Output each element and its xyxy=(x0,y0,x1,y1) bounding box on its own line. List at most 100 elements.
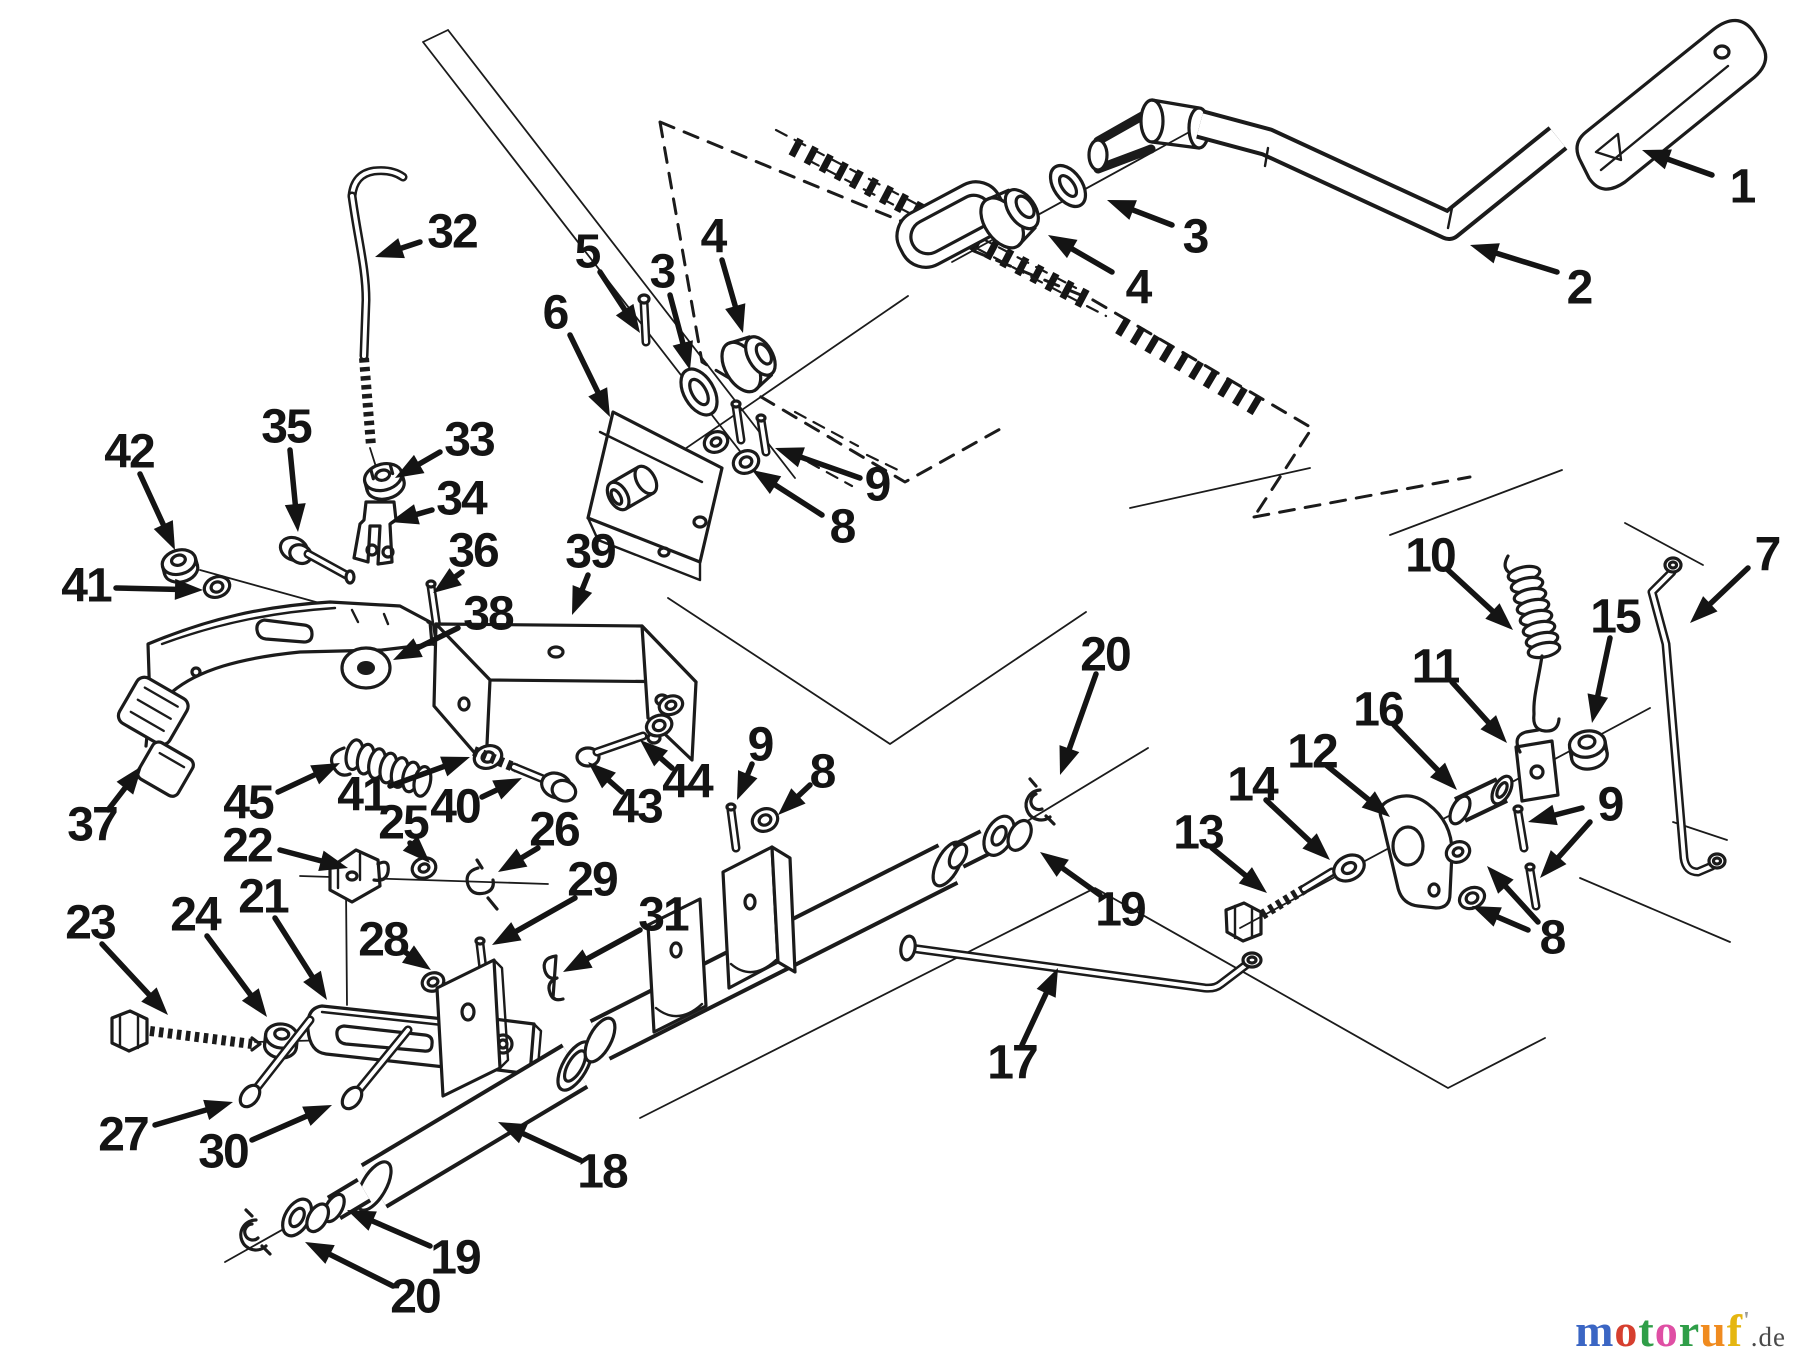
callout-label-2: 2 xyxy=(1567,262,1592,315)
callout-arrow-6 xyxy=(567,332,604,400)
callout-arrow-24 xyxy=(204,933,257,1003)
callout-label-28: 28 xyxy=(358,914,409,967)
support-plate-part6 xyxy=(586,293,777,582)
callout-arrow-14 xyxy=(1263,797,1317,848)
callout-arrow-21 xyxy=(272,915,318,985)
callout-arrow-19 xyxy=(364,1216,433,1249)
callout-arrow-30 xyxy=(249,1111,315,1143)
cable-clip-group xyxy=(328,848,499,1006)
callout-label-3: 3 xyxy=(1183,211,1208,264)
callout-arrowhead-33 xyxy=(395,454,425,478)
callout-arrowhead-12 xyxy=(1361,791,1390,817)
callout-arrowhead-4 xyxy=(1048,235,1078,259)
callout-label-9: 9 xyxy=(748,719,773,772)
callout-arrow-19 xyxy=(1055,862,1103,898)
callout-arrowhead-9 xyxy=(775,447,805,468)
callout-label-35: 35 xyxy=(261,401,312,454)
callout-arrow-8 xyxy=(1489,911,1531,933)
callout-arrowhead-3 xyxy=(1107,200,1137,220)
callout-arrowhead-45 xyxy=(310,763,340,785)
callout-arrowhead-39 xyxy=(572,585,593,615)
callout-label-42: 42 xyxy=(104,426,154,479)
callout-label-6: 6 xyxy=(543,287,568,340)
callout-arrowhead-41 xyxy=(174,578,203,600)
callout-arrowhead-27 xyxy=(203,1099,233,1120)
callout-arrowhead-3 xyxy=(672,340,693,370)
callout-arrowhead-14 xyxy=(1302,833,1330,860)
callout-arrow-4 xyxy=(1064,243,1115,275)
callout-arrow-29 xyxy=(508,895,578,937)
callout-arrowhead-17 xyxy=(1036,968,1058,998)
callout-label-15: 15 xyxy=(1590,591,1641,644)
callout-label-36: 36 xyxy=(448,525,498,578)
callout-label-16: 16 xyxy=(1353,684,1403,737)
callout-label-41: 41 xyxy=(61,560,112,613)
callout-arrow-13 xyxy=(1209,845,1253,882)
callout-arrowhead-32 xyxy=(375,238,405,259)
callout-arrowhead-22 xyxy=(318,850,348,871)
callout-label-5: 5 xyxy=(575,226,601,279)
callout-arrowhead-5 xyxy=(615,303,640,333)
callout-label-13: 13 xyxy=(1173,807,1223,860)
watermark-letter: o xyxy=(1654,1305,1679,1356)
callout-arrow-20 xyxy=(1064,671,1099,758)
callout-arrow-16 xyxy=(1391,722,1445,777)
callout-arrowhead-7 xyxy=(1690,596,1718,623)
callout-label-41: 41 xyxy=(337,769,388,822)
brake-lever-arm xyxy=(116,579,457,798)
callout-label-34: 34 xyxy=(436,473,488,526)
callout-label-33: 33 xyxy=(444,414,494,467)
callout-arrowhead-37 xyxy=(116,766,142,795)
callout-label-40: 40 xyxy=(430,781,480,834)
callout-arrowhead-44 xyxy=(640,740,668,767)
watermark-letter: u xyxy=(1700,1305,1727,1356)
callout-arrowhead-8 xyxy=(1487,866,1514,894)
callout-arrow-12 xyxy=(1323,762,1376,806)
callout-label-21: 21 xyxy=(238,871,289,924)
callout-arrowhead-1 xyxy=(1642,149,1672,170)
callout-arrow-11 xyxy=(1449,679,1496,730)
callout-arrowhead-6 xyxy=(588,387,610,417)
callout-label-3: 3 xyxy=(650,246,675,299)
panel-edge-lines xyxy=(422,29,1731,1119)
callout-label-7: 7 xyxy=(1755,529,1780,582)
callout-label-20: 20 xyxy=(1080,629,1130,682)
callout-arrow-8 xyxy=(1499,879,1541,925)
callout-arrow-17 xyxy=(1019,985,1052,1048)
watermark-letter: t xyxy=(1638,1305,1655,1356)
callout-arrowhead-42 xyxy=(153,520,175,550)
callout-label-45: 45 xyxy=(223,777,274,830)
callout-arrowhead-10 xyxy=(1485,603,1513,630)
callout-arrowhead-9 xyxy=(1528,804,1558,826)
callout-label-1: 1 xyxy=(1730,161,1756,214)
callout-label-29: 29 xyxy=(567,854,617,907)
callout-label-19: 19 xyxy=(1095,884,1145,937)
callout-label-12: 12 xyxy=(1287,726,1337,779)
callout-label-26: 26 xyxy=(529,804,579,857)
callout-label-20: 20 xyxy=(390,1271,440,1324)
callout-arrow-41 xyxy=(113,585,184,593)
control-handle-part xyxy=(1087,98,1568,241)
extension-spring-part10 xyxy=(1506,564,1562,660)
callout-arrow-18 xyxy=(515,1128,583,1163)
callout-arrowhead-11 xyxy=(1480,715,1507,743)
callout-arrow-20 xyxy=(321,1249,396,1289)
callout-label-43: 43 xyxy=(612,781,662,834)
callout-arrowhead-13 xyxy=(1238,867,1267,893)
callout-arrow-42 xyxy=(137,471,169,533)
callout-arrow-3 xyxy=(667,292,688,352)
callout-label-30: 30 xyxy=(198,1126,248,1179)
cross-shaft-tube-group xyxy=(239,777,1056,1256)
callout-label-39: 39 xyxy=(565,526,615,579)
callout-arrowhead-25 xyxy=(402,835,430,863)
bushing-washer-right xyxy=(979,163,1088,250)
callout-arrowhead-29 xyxy=(492,922,522,945)
watermark-tick: ' xyxy=(1743,1308,1751,1334)
watermark-letter: r xyxy=(1678,1305,1701,1356)
callout-arrow-35 xyxy=(287,447,299,513)
callout-arrowhead-36 xyxy=(433,568,462,593)
lift-rod-part7 xyxy=(1647,556,1727,877)
callout-arrow-2 xyxy=(1488,248,1560,275)
